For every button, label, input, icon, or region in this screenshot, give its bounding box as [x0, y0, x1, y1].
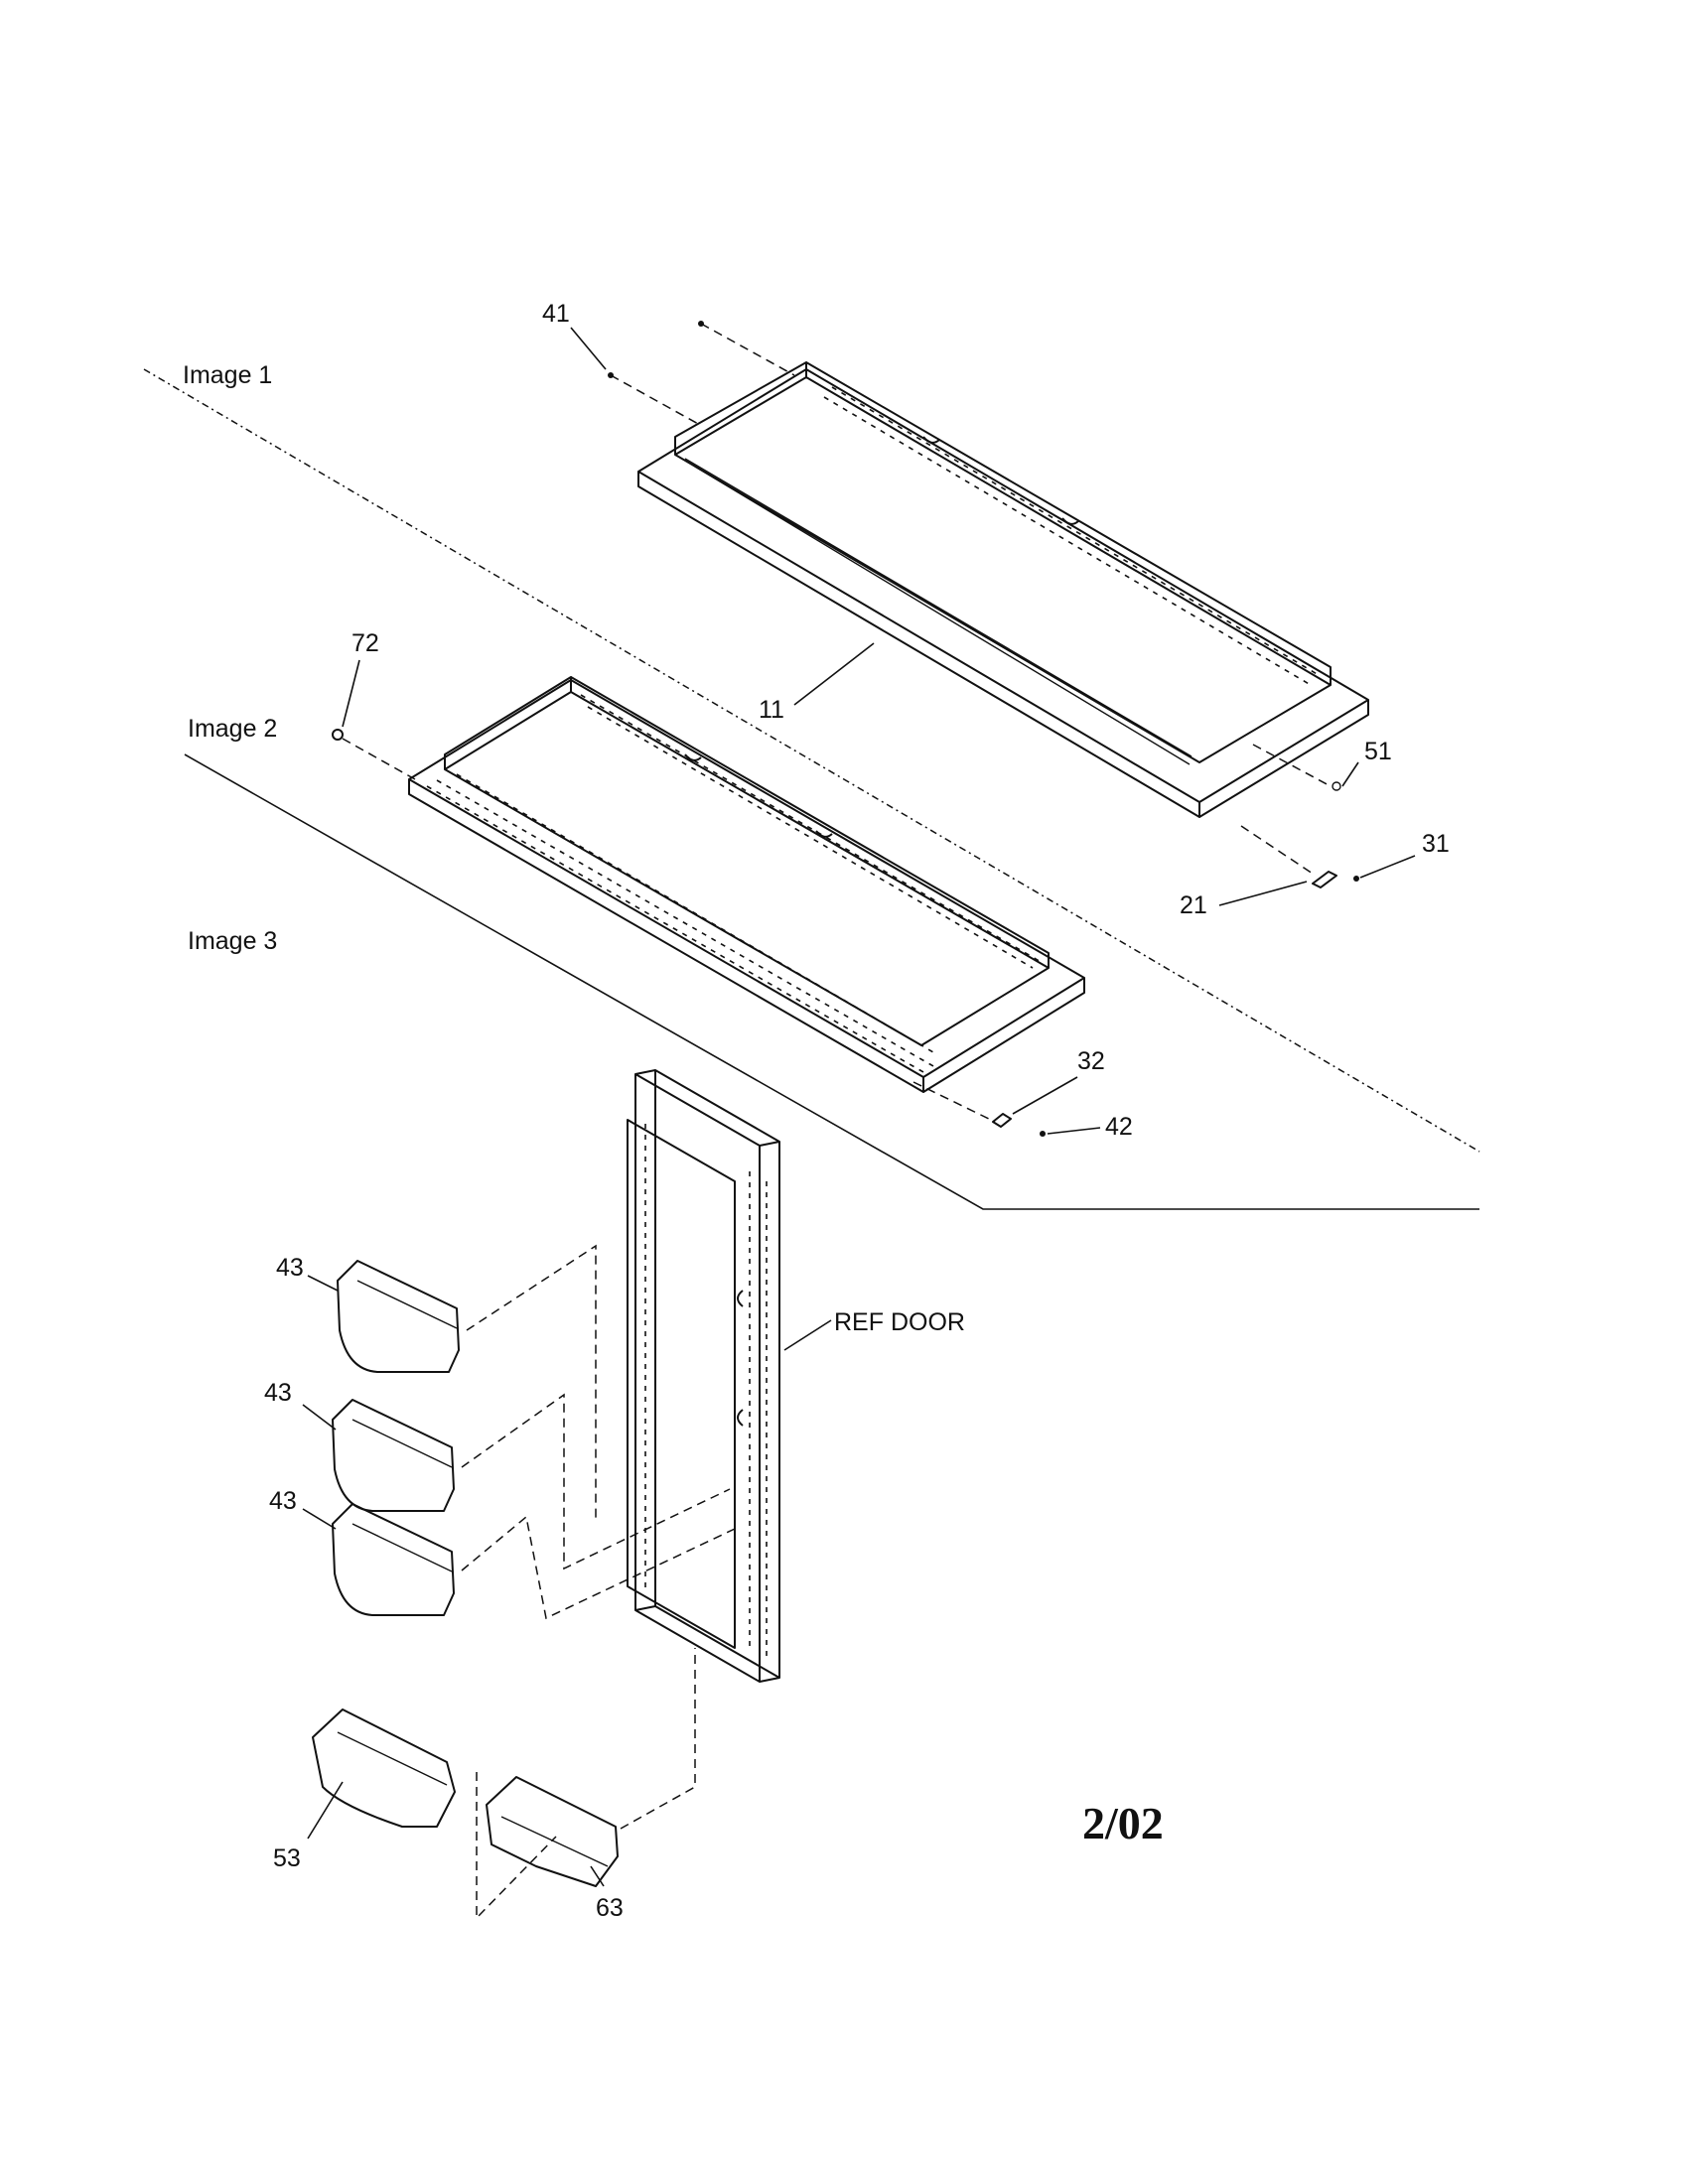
part-31-screw — [1353, 876, 1359, 882]
leader-53 — [307, 1781, 344, 1840]
part-32-hinge-lower — [912, 1081, 1012, 1128]
part-43-bin-3-dashed-line — [461, 1515, 736, 1620]
revision-date: 2/02 — [1082, 1798, 1164, 1848]
part-72-clip — [332, 729, 344, 741]
callout-43-b: 43 — [264, 1379, 292, 1407]
callout-32: 32 — [1077, 1047, 1105, 1075]
section-label-image3: Image 3 — [188, 927, 277, 955]
part-51-dashed-line — [1252, 744, 1332, 787]
part-43-bin-1-dashed-line — [466, 1244, 597, 1519]
part-42-screw — [1040, 1131, 1046, 1137]
leader-63 — [590, 1865, 605, 1887]
callout-43-c: 43 — [269, 1487, 297, 1515]
callout-43-a: 43 — [276, 1254, 304, 1282]
leader-42 — [1047, 1127, 1101, 1135]
part-53-dairy-bin — [312, 1708, 456, 1828]
leader-21 — [1218, 881, 1308, 906]
part-43-door-bin-2 — [332, 1399, 455, 1512]
callout-42: 42 — [1105, 1113, 1133, 1141]
callout-31: 31 — [1422, 830, 1450, 858]
section-divider-image1 — [143, 368, 1480, 1153]
section-label-image2: Image 2 — [188, 715, 277, 743]
leader-31 — [1359, 855, 1416, 879]
part-43-bin-2-dashed-line — [461, 1393, 731, 1570]
leader-43c — [302, 1508, 337, 1530]
image2-gasket-frame — [408, 676, 1085, 1093]
leader-41 — [570, 327, 607, 370]
leader-32 — [1012, 1076, 1078, 1115]
part-51-screw — [1332, 781, 1341, 791]
part-11-door-panel — [637, 361, 1369, 818]
part-21-hinge — [1240, 825, 1337, 888]
leader-11 — [793, 642, 875, 706]
part-43-door-bin-1 — [337, 1260, 460, 1373]
section-label-image1: Image 1 — [183, 361, 272, 389]
leader-43a — [307, 1275, 339, 1292]
callout-72: 72 — [351, 629, 379, 657]
part-41-dashed-line-b — [610, 374, 701, 426]
callout-ref-door: REF DOOR — [834, 1308, 965, 1336]
part-63-dashed-line — [620, 1648, 696, 1830]
leader-ref-door — [783, 1319, 832, 1351]
callout-21: 21 — [1180, 891, 1207, 919]
callout-11: 11 — [759, 696, 784, 724]
section-divider-image2 — [184, 753, 1479, 1210]
part-53-leader-dashed — [476, 1772, 557, 1920]
leader-72 — [342, 659, 360, 728]
part-63-bottom-bin — [486, 1776, 619, 1887]
part-43-door-bin-3 — [332, 1503, 455, 1616]
part-41-dashed-line-a — [700, 323, 795, 376]
callout-63: 63 — [596, 1894, 624, 1922]
ref-door-liner — [627, 1069, 780, 1683]
callout-53: 53 — [273, 1844, 301, 1872]
callout-51: 51 — [1364, 738, 1392, 765]
leader-51 — [1341, 761, 1359, 787]
leader-43b — [302, 1404, 337, 1431]
callout-41: 41 — [542, 300, 570, 328]
part-72-dashed-line — [342, 738, 416, 780]
